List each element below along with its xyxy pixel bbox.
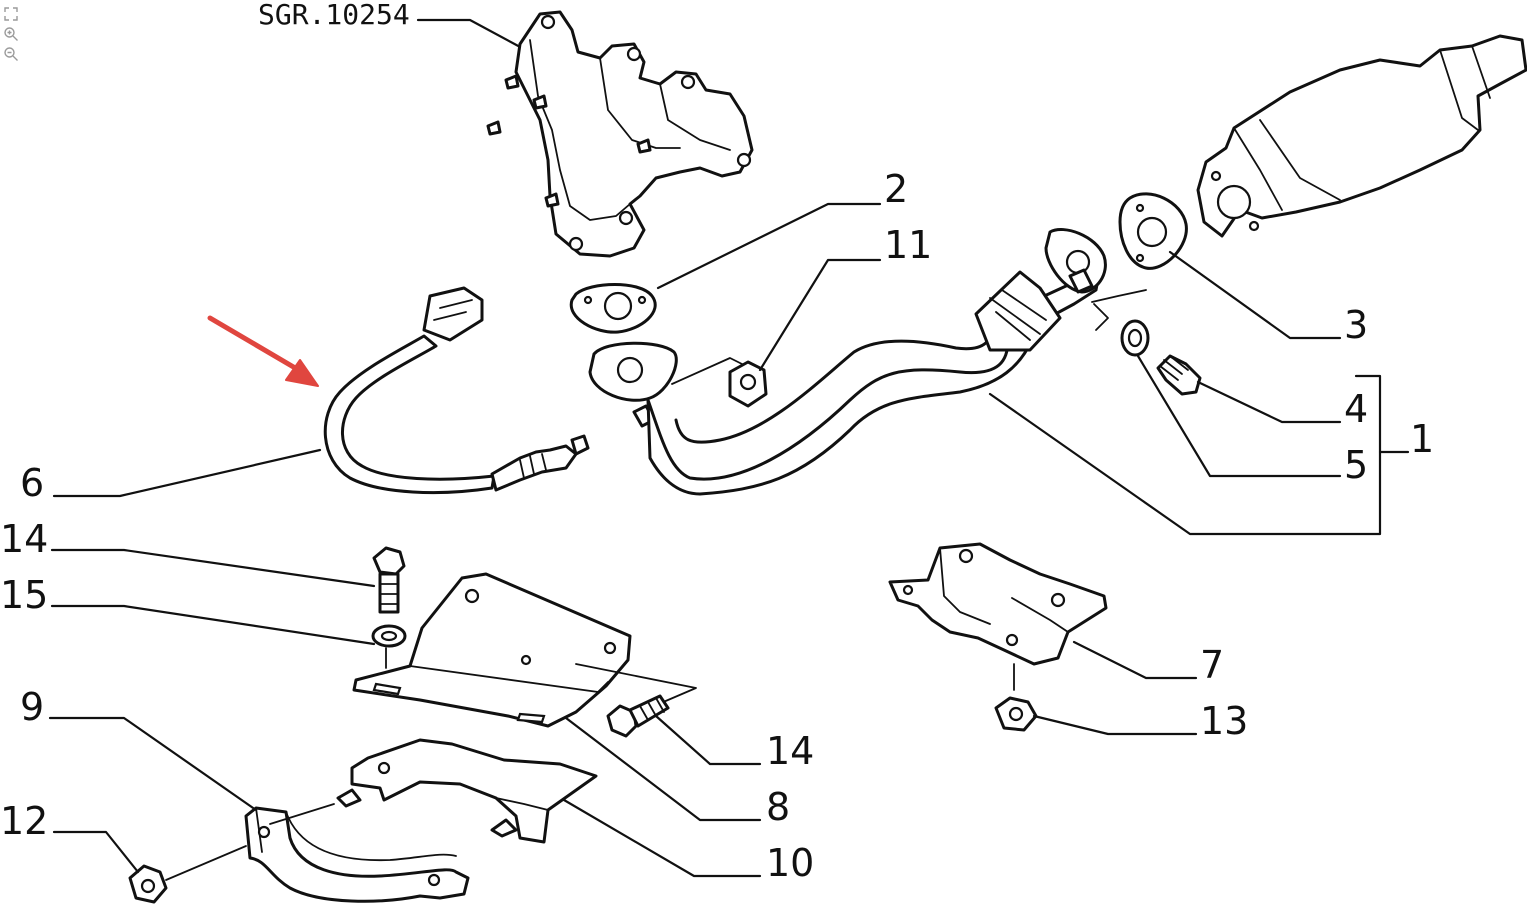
viewer-toolbar — [3, 6, 21, 68]
leader-14-lower — [654, 714, 762, 766]
pipe-fastener-leader-right — [1091, 289, 1147, 303]
oxygen-sensor-part — [323, 286, 590, 495]
bracket-part-8 — [352, 572, 632, 728]
pipe-fastener-leader-right-2 — [1093, 303, 1109, 331]
bolt-part-14-upper — [372, 546, 406, 614]
fit-page-icon[interactable] — [3, 6, 19, 22]
callout-14-lower: 14 — [766, 729, 814, 773]
callout-13: 13 — [1200, 699, 1248, 743]
pipe-fastener-leader — [671, 357, 747, 385]
bracket-part-10 — [336, 738, 598, 844]
callout-9: 9 — [20, 685, 44, 729]
leader-2 — [656, 202, 882, 290]
callout-5: 5 — [1344, 443, 1368, 487]
leader-3 — [1168, 250, 1342, 340]
callout-10: 10 — [766, 841, 814, 885]
bracket-part-7 — [888, 542, 1108, 666]
leader-4 — [1196, 380, 1342, 424]
leader-8 — [564, 716, 762, 822]
callout-1: 1 — [1410, 417, 1434, 461]
leader-7 — [1072, 640, 1198, 680]
nut-part-13 — [994, 696, 1038, 732]
reference-code: SGR.10254 — [258, 0, 410, 31]
leader-10 — [562, 798, 762, 878]
washer-part-15 — [371, 624, 407, 648]
clamp-part-9 — [244, 806, 470, 903]
reference-leader — [416, 18, 524, 50]
callout-7: 7 — [1200, 643, 1224, 687]
callout-2: 2 — [884, 167, 908, 211]
exhaust-manifold-part — [486, 10, 754, 258]
catalytic-converter-part — [1196, 34, 1527, 238]
front-pipe-part — [588, 228, 1107, 496]
leader-13 — [1032, 714, 1198, 736]
gasket-part-2 — [569, 283, 657, 334]
callout-11: 11 — [884, 223, 932, 267]
leader-1-bracket — [988, 374, 1382, 536]
zoom-in-icon[interactable] — [3, 26, 19, 42]
leader-6 — [52, 448, 322, 498]
callout-12: 12 — [0, 799, 48, 843]
callout-14-upper: 14 — [0, 517, 48, 561]
bolt-part-4 — [1156, 354, 1202, 396]
nut-12-stud-leader — [165, 845, 247, 881]
bolt-part-14-lower — [606, 694, 670, 738]
callout-15: 15 — [0, 573, 48, 617]
leader-15 — [50, 604, 376, 646]
leader-12 — [52, 830, 140, 874]
nut-part-11 — [728, 360, 768, 408]
callout-8: 8 — [766, 785, 790, 829]
leader-11 — [758, 258, 882, 372]
zoom-out-icon[interactable] — [3, 46, 19, 62]
leader-9 — [48, 716, 258, 812]
washer-part-5 — [1120, 319, 1150, 357]
nut-part-12 — [128, 864, 168, 904]
callout-4: 4 — [1344, 387, 1368, 431]
highlight-arrow — [207, 315, 319, 387]
callout-6: 6 — [20, 461, 44, 505]
clamp-stud-leader — [269, 803, 335, 825]
leader-5 — [1136, 354, 1342, 478]
leader-14-upper — [50, 548, 376, 588]
gasket-part-3 — [1118, 192, 1188, 270]
callout-3: 3 — [1344, 303, 1368, 347]
